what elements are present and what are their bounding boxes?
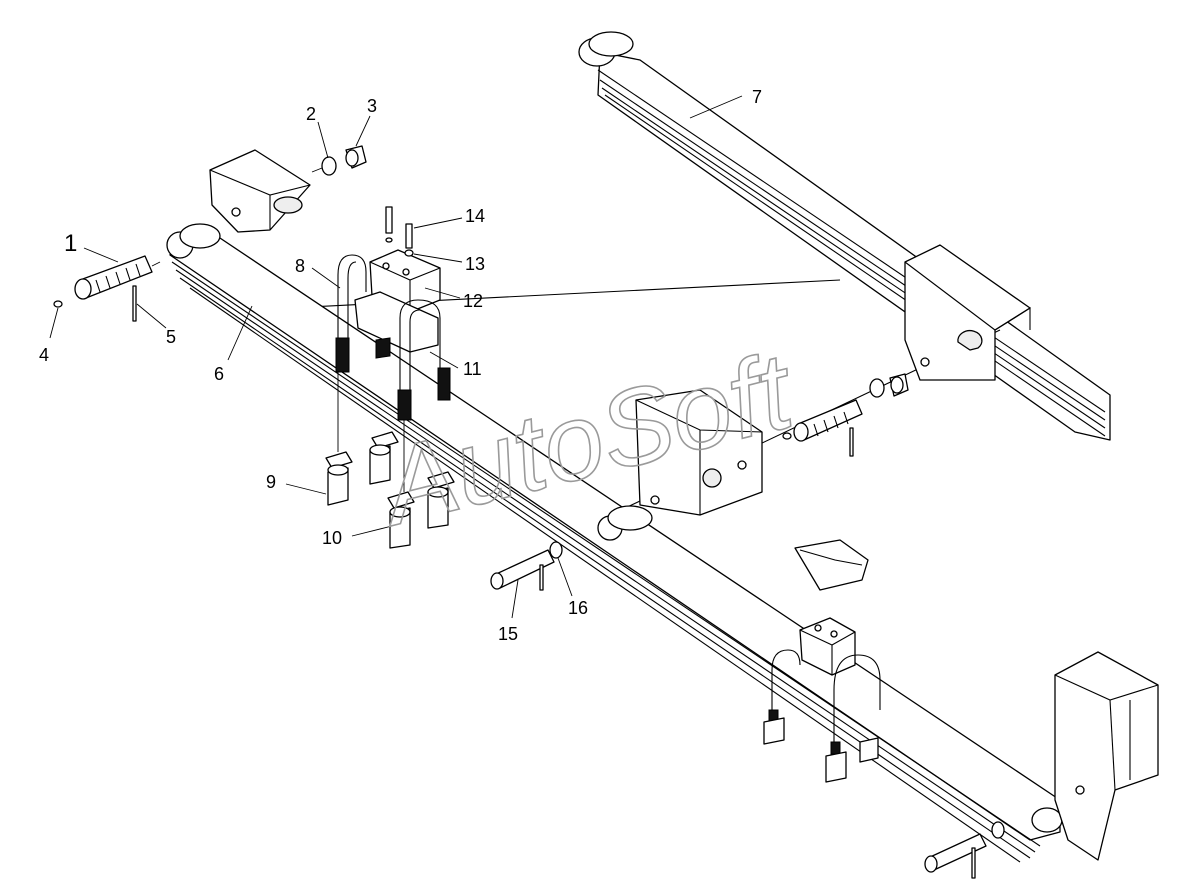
callout-13: 13 <box>465 254 485 274</box>
callout-12: 12 <box>463 291 483 311</box>
callout-4: 4 <box>39 345 49 365</box>
callout-14: 14 <box>465 206 485 226</box>
front-hanger-bracket <box>209 149 311 233</box>
callout-11: 11 <box>463 359 482 379</box>
spring-pin-rear <box>782 373 909 457</box>
callout-5: 5 <box>166 327 176 347</box>
callout-8: 8 <box>295 256 305 276</box>
spring-shackle-bracket <box>597 389 763 541</box>
leader-lines <box>49 95 743 619</box>
spring-pin-front <box>53 145 367 322</box>
callout-1: 1 <box>64 230 77 257</box>
callout-16: 16 <box>568 598 588 618</box>
callout-6: 6 <box>214 364 224 384</box>
callout-15: 15 <box>498 624 518 644</box>
spring-pad <box>794 539 869 591</box>
callout-7: 7 <box>752 87 762 107</box>
shackle-pin <box>490 541 563 591</box>
rear-hanger-bracket <box>904 244 1031 381</box>
rear-u-bolt-assembly <box>763 617 881 783</box>
callout-3: 3 <box>367 96 377 116</box>
callout-2: 2 <box>306 104 316 124</box>
u-bolt-assembly <box>335 249 451 421</box>
rear-bottom-pin <box>924 821 1005 879</box>
rear-shackle-bracket <box>1054 651 1159 861</box>
callout-9: 9 <box>266 472 276 492</box>
callout-labels: 1 2 3 4 5 6 7 8 9 10 11 12 13 14 15 16 <box>39 87 762 644</box>
u-bolt-nuts <box>325 372 455 549</box>
callout-10: 10 <box>322 528 342 548</box>
stud-bolts <box>385 206 414 257</box>
